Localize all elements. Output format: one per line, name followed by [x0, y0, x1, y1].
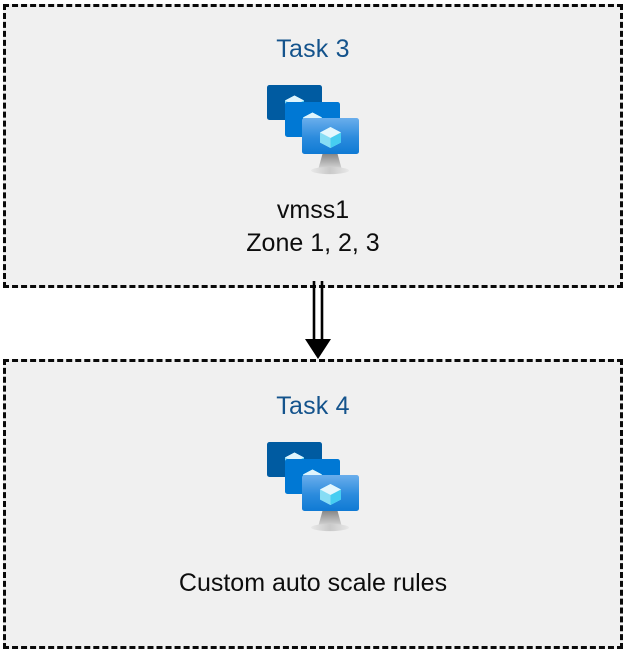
- task-box-task3[interactable]: Task 3: [3, 4, 623, 288]
- azure-vm-scale-set-icon: [267, 442, 359, 532]
- task4-heading: Task 4: [276, 392, 350, 420]
- task3-caption-line-1: vmss1: [276, 196, 350, 224]
- task3-heading: Task 3: [276, 35, 350, 63]
- task-box-task4[interactable]: Task 4: [3, 359, 623, 649]
- task3-captions: vmss1 Zone 1, 2, 3: [246, 194, 379, 260]
- connector-task3-to-task4: [305, 281, 331, 359]
- azure-vm-scale-set-icon: [267, 85, 359, 175]
- task4-caption-line-1: Custom auto scale rules: [178, 569, 448, 597]
- task4-captions: Custom auto scale rules: [179, 567, 447, 600]
- task3-caption-line-2: Zone 1, 2, 3: [246, 229, 380, 257]
